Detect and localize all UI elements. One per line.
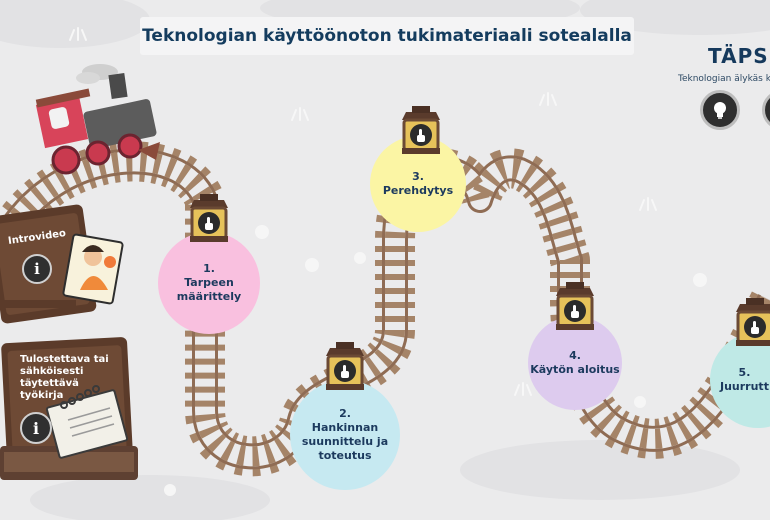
step-4-kayton-aloitus[interactable]: 4.Käytön aloitus bbox=[528, 316, 622, 410]
pointer-hand-icon bbox=[203, 216, 215, 230]
info-icon: i bbox=[34, 260, 40, 278]
step-2-lantern-button[interactable] bbox=[318, 340, 372, 394]
step-1-lantern-button[interactable] bbox=[182, 192, 236, 246]
step-3-lantern-button[interactable] bbox=[394, 104, 448, 158]
pointer-hand-icon bbox=[569, 304, 581, 318]
info-icon: i bbox=[32, 418, 40, 438]
pointer-hand-icon bbox=[339, 364, 351, 378]
train-icon bbox=[35, 64, 160, 175]
brand-subtitle: Teknologian älykäs k bbox=[678, 74, 770, 84]
pointer-hand-icon bbox=[415, 128, 427, 142]
step-5-lantern-button[interactable] bbox=[728, 296, 770, 350]
step-4-lantern-button[interactable] bbox=[548, 280, 602, 334]
step-1-tarpeen-maarittely[interactable]: 1.Tarpeen määrittely bbox=[158, 232, 260, 334]
pointer-hand-icon bbox=[749, 320, 761, 334]
suitcase-introvideo[interactable] bbox=[0, 204, 124, 324]
introvideo-info-button[interactable]: i bbox=[22, 254, 52, 284]
workbook-label: Tulostettava tai sähköisesti täytettävä … bbox=[20, 354, 109, 401]
lightbulb-icon bbox=[714, 102, 726, 119]
brand-name: TÄPS bbox=[708, 44, 769, 68]
step-2-hankinnan-suunnittelu[interactable]: 2.Hankinnan suunnittelu ja toteutus bbox=[290, 380, 400, 490]
page-title: Teknologian käyttöönoton tukimateriaali … bbox=[140, 17, 634, 55]
lightbulb-button[interactable] bbox=[700, 90, 740, 130]
workbook-info-button[interactable]: i bbox=[20, 412, 52, 444]
